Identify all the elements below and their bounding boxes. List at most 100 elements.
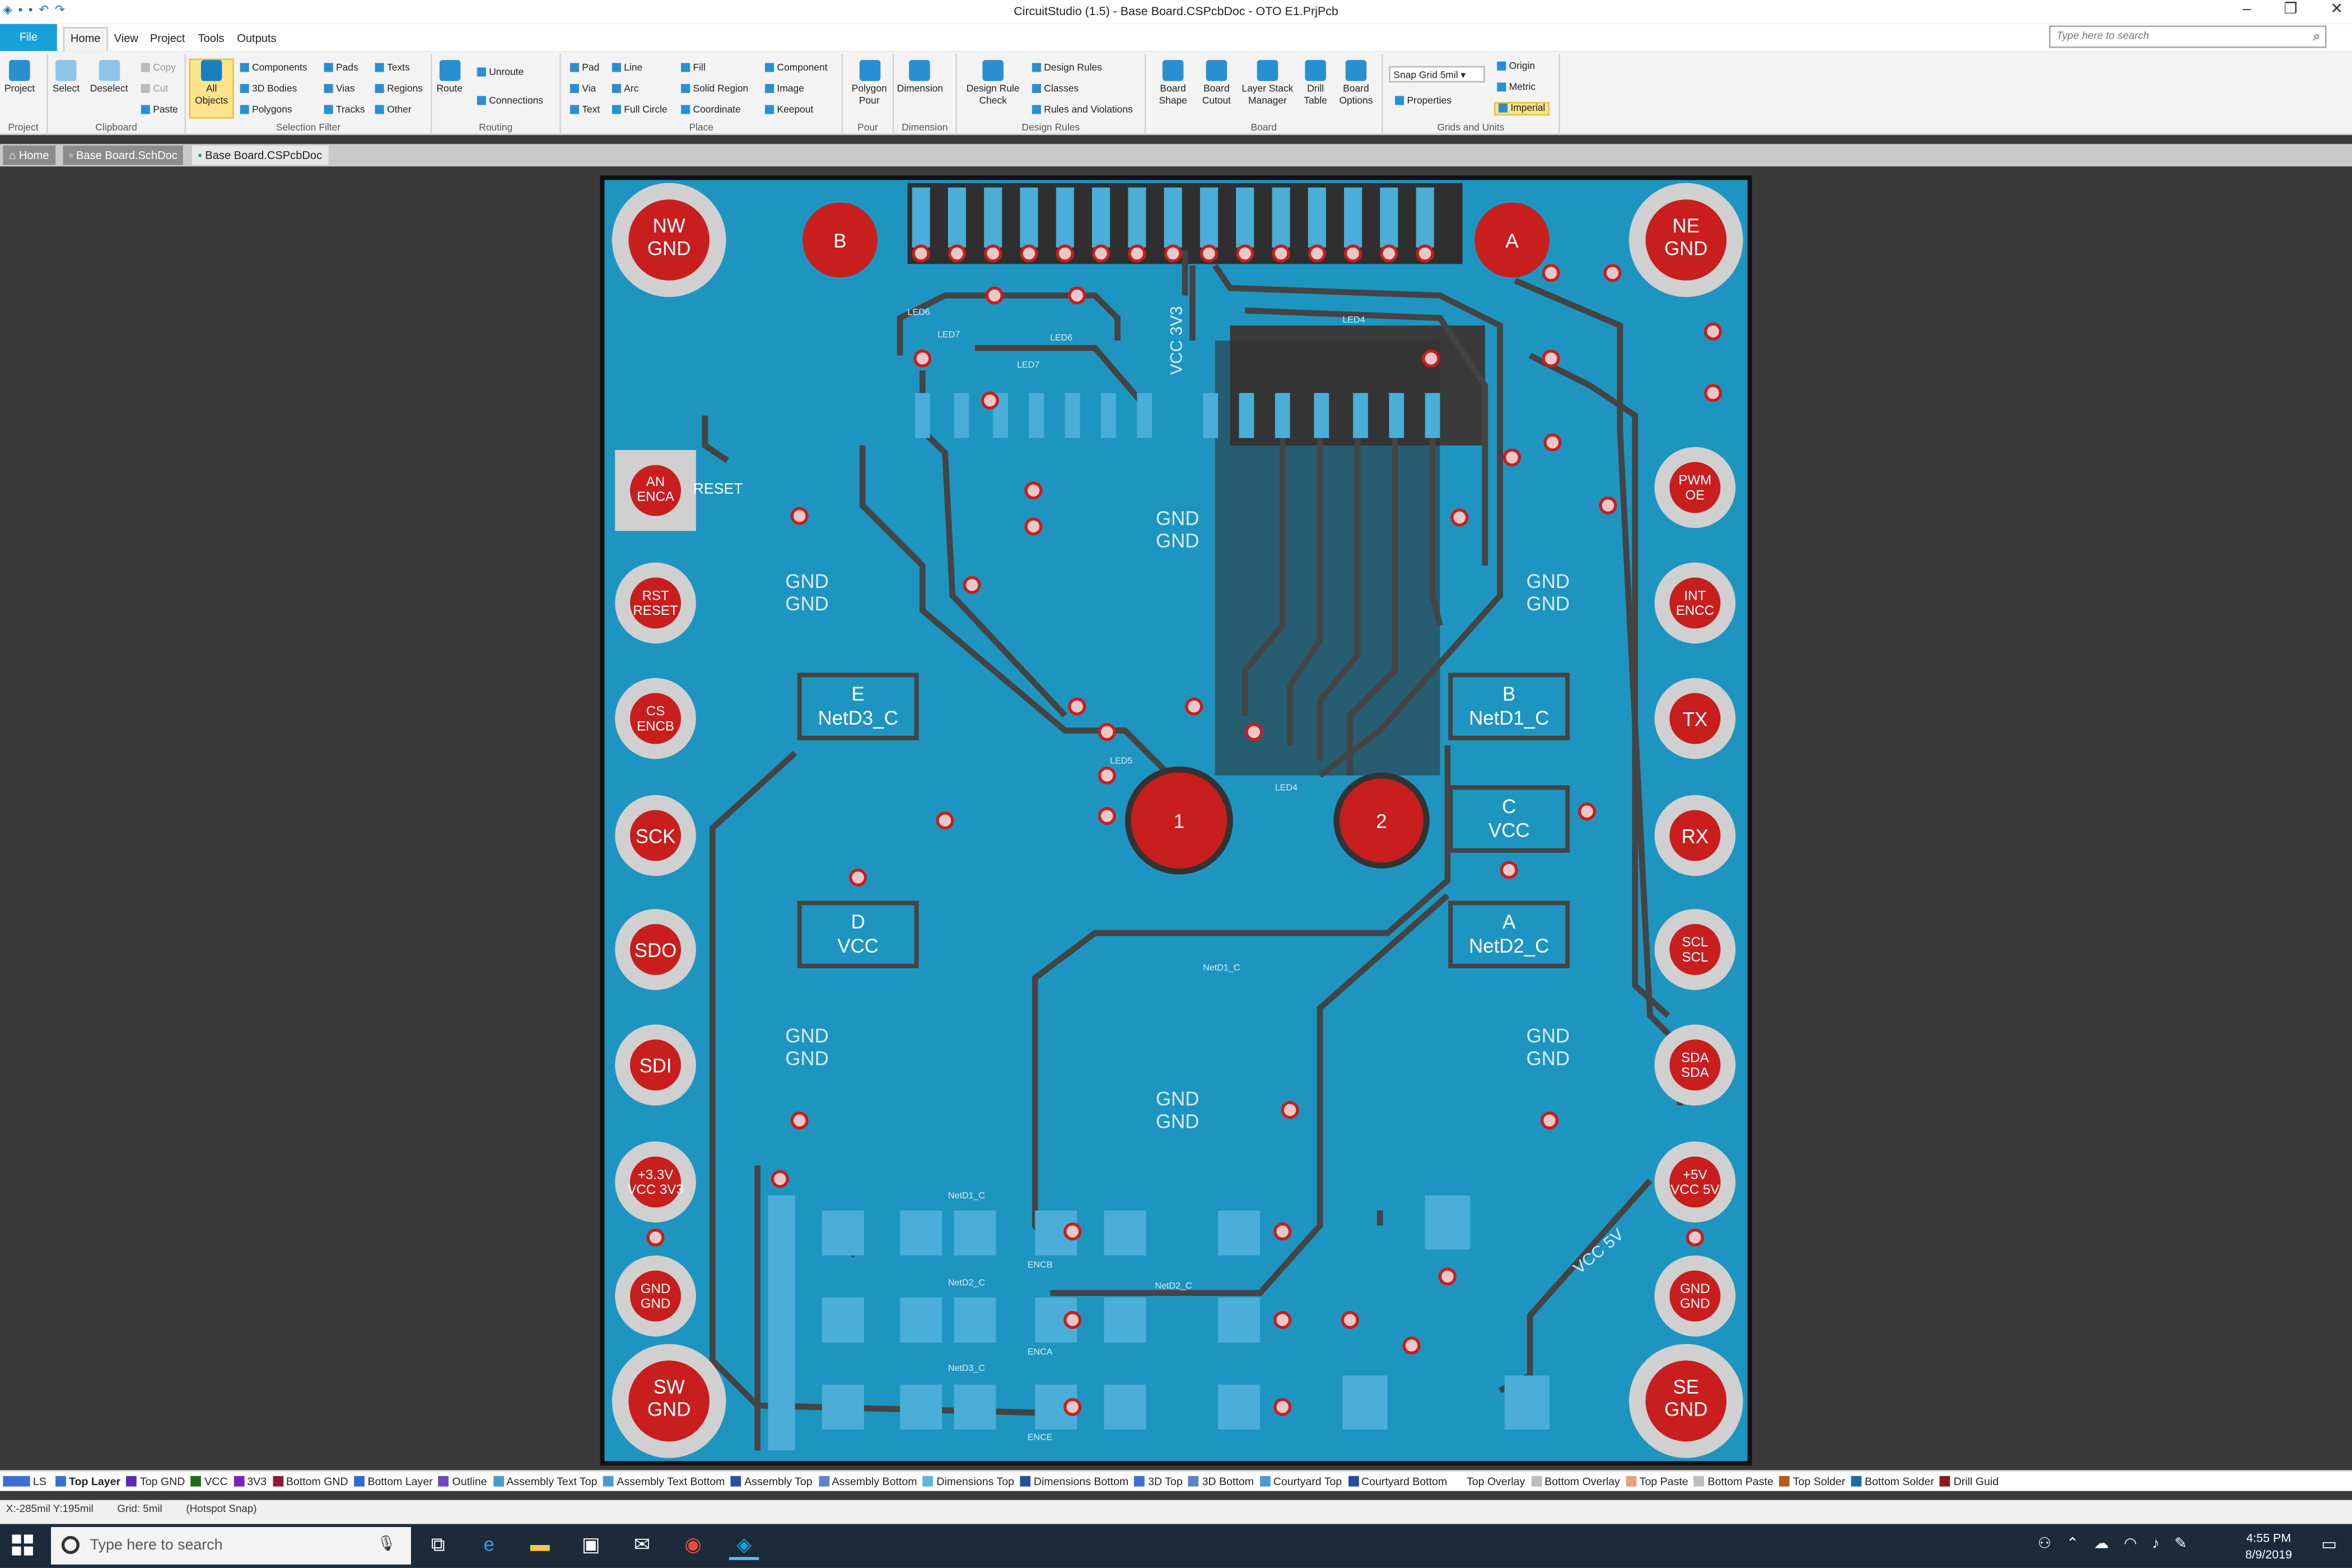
chevron-up-icon[interactable]: ⌃ [2066,1536,2079,1553]
layer-tab[interactable]: Outline [436,1472,490,1488]
layer-set-indicator[interactable]: LS [0,1472,49,1488]
project-button[interactable]: Project [4,60,35,96]
place-text[interactable]: Text [570,105,600,115]
wifi-icon[interactable]: ◠ [2124,1536,2137,1553]
route-button[interactable]: Route [436,60,463,96]
right-pad-rx[interactable]: RX [1654,795,1736,876]
notifications-icon[interactable]: ▭ [2321,1536,2337,1555]
layer-tab[interactable]: Top GND [123,1472,188,1488]
right-pad-int[interactable]: INT ENCC [1654,562,1736,644]
cut-button[interactable]: Cut [141,84,168,95]
menu-home[interactable]: Home [63,27,108,52]
search-icon[interactable]: ⌕ [2313,28,2321,44]
filter-3d-bodies[interactable]: 3D Bodies [240,84,297,95]
snap-grid-select[interactable]: Snap Grid 5mil ▾ [1389,66,1485,83]
place-coordinate[interactable]: Coordinate [681,105,741,115]
filter-tracks[interactable]: Tracks [324,105,365,115]
layer-tab[interactable]: Bottom Layer [351,1472,436,1488]
undo-icon[interactable]: ↶ [39,3,49,17]
imperial-button[interactable]: Imperial [1494,102,1550,116]
layer-tab[interactable]: Bottom Solder [1848,1472,1937,1488]
doc-tab-pcbdoc[interactable]: ▪ Base Board.CSPcbDoc [192,145,328,165]
volume-icon[interactable]: ♪ [2152,1536,2160,1553]
fiducial-a[interactable]: A [1474,202,1550,278]
filter-regions[interactable]: Regions [375,84,423,95]
save-all-icon[interactable]: ▪ [28,3,33,17]
place-arc[interactable]: Arc [612,84,638,95]
restore-icon[interactable]: ❐ [2284,1,2298,18]
doc-tab-home[interactable]: ⌂ Home [3,145,55,165]
layer-tab[interactable]: Top Overlay [1450,1472,1528,1488]
microphone-icon[interactable]: 🎙 [377,1536,396,1553]
redo-icon[interactable]: ↷ [54,3,65,17]
doc-tab-schdoc[interactable]: ▫ Base Board.SchDoc [63,145,184,165]
classes-button[interactable]: Classes [1032,84,1079,95]
an-pad[interactable]: AN ENCA RESET [630,465,743,516]
place-image[interactable]: Image [765,84,804,95]
filter-texts[interactable]: Texts [375,63,410,73]
layer-tab[interactable]: Assembly Text Bottom [600,1472,728,1488]
layer-tab[interactable]: Bottom Overlay [1528,1472,1623,1488]
layer-tab[interactable]: 3D Top [1132,1472,1186,1488]
filter-other[interactable]: Other [375,105,412,115]
pcb-board[interactable]: NW GND NE GND SW GND SE GND [600,175,1752,1466]
board-shape-button[interactable]: Board Shape [1152,60,1194,108]
corner-pad-nw[interactable]: NW GND [612,183,726,297]
menu-project[interactable]: Project [150,31,185,45]
left-pad-sdi[interactable]: SDI [615,1024,696,1106]
left-pad-sck[interactable]: SCK [615,795,696,876]
corner-pad-se[interactable]: SE GND [1628,1344,1743,1458]
chrome-icon[interactable]: ◉ [684,1533,702,1556]
place-keepout[interactable]: Keepout [765,105,813,115]
all-objects-button[interactable]: All Objects [189,58,234,119]
layer-tab[interactable]: Assembly Bottom [815,1472,920,1488]
task-view-icon[interactable]: ⧉ [431,1533,445,1556]
mail-icon[interactable]: ✉ [633,1533,651,1556]
menu-view[interactable]: View [114,31,138,45]
right-pad-tx[interactable]: TX [1654,678,1736,759]
layer-tab[interactable]: Top Solder [1776,1472,1848,1488]
copy-button[interactable]: Copy [141,63,176,73]
corner-pad-sw[interactable]: SW GND [612,1344,726,1458]
save-icon[interactable]: ▪ [18,3,23,17]
rules-violations-button[interactable]: Rules and Violations [1032,105,1133,115]
people-icon[interactable]: ⚇ [2037,1536,2051,1553]
layer-tab[interactable]: Bottom GND [269,1472,351,1488]
paste-button[interactable]: Paste [141,105,178,115]
fiducial-b[interactable]: B [802,202,878,278]
pen-icon[interactable]: ✎ [2174,1536,2187,1553]
filter-polygons[interactable]: Polygons [240,105,292,115]
onedrive-icon[interactable]: ☁ [2093,1536,2109,1553]
big-pad-1[interactable]: 1 [1124,766,1233,875]
right-pad-sda[interactable]: SDA SDA [1654,1024,1736,1106]
connections-button[interactable]: Connections [477,96,543,106]
left-pad-sdo[interactable]: SDO [615,909,696,990]
layer-tab[interactable]: Dimensions Top [920,1472,1018,1488]
menu-outputs[interactable]: Outputs [237,31,277,45]
menu-tools[interactable]: Tools [198,31,225,45]
polygon-pour-button[interactable]: Polygon Pour [846,60,893,108]
layer-tab[interactable]: Courtyard Top [1257,1472,1345,1488]
board-cutout-button[interactable]: Board Cutout [1197,60,1236,108]
search-input[interactable]: Type here to search ⌕ [2048,25,2327,48]
corner-pad-ne[interactable]: NE GND [1628,183,1743,297]
store-icon[interactable]: ▣ [581,1533,600,1556]
right-pad-pwm[interactable]: PWM OE [1654,447,1736,528]
select-button[interactable]: Select [53,60,80,96]
layer-tab[interactable]: 3V3 [231,1472,270,1488]
board-options-button[interactable]: Board Options [1335,60,1377,108]
unroute-button[interactable]: Unroute [477,67,524,78]
filter-components[interactable]: Components [240,63,307,73]
left-pad-gnd[interactable]: GND GND [615,1255,696,1337]
right-pad-scl[interactable]: SCL SCL [1654,909,1736,990]
origin-button[interactable]: Origin [1497,61,1535,72]
place-component[interactable]: Component [765,63,828,73]
design-rule-check-button[interactable]: Design Rule Check [960,60,1026,108]
layer-tab[interactable]: Top Paste [1623,1472,1691,1488]
layer-tab[interactable]: Drill Guid [1937,1472,2001,1488]
layer-tab[interactable]: Dimensions Bottom [1017,1472,1131,1488]
circuitstudio-icon[interactable]: ◈ [729,1530,759,1560]
minimize-icon[interactable]: – [2242,1,2251,18]
properties-button[interactable]: Properties [1395,96,1452,106]
metric-button[interactable]: Metric [1497,82,1536,93]
